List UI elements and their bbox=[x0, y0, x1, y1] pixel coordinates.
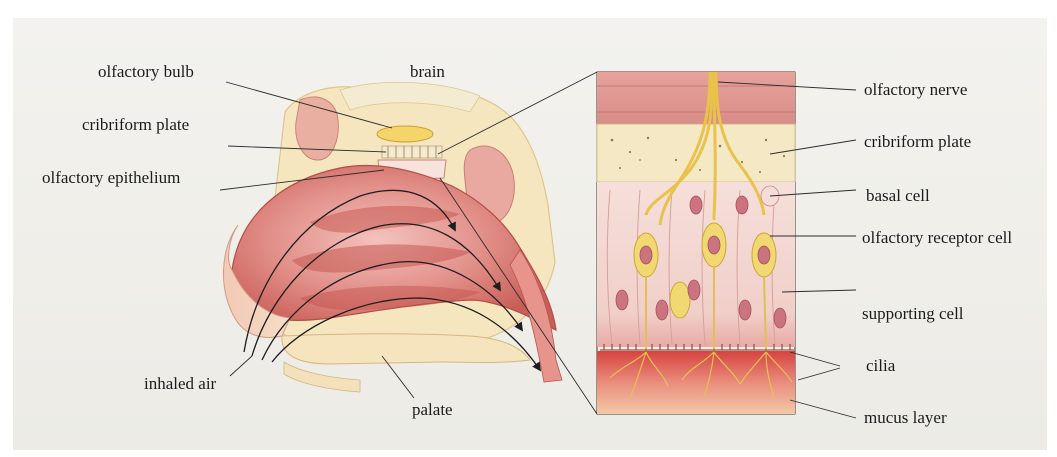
nerve-band bbox=[597, 72, 795, 124]
frontal-sinus bbox=[296, 97, 339, 160]
upper-lip bbox=[284, 362, 360, 392]
leader-cilia-a bbox=[790, 352, 840, 366]
label-basal-cell: basal cell bbox=[866, 186, 930, 206]
label-supporting-cell: supporting cell bbox=[862, 304, 964, 324]
label-cribriform-plate-right: cribriform plate bbox=[864, 132, 971, 152]
epithelium-magnification bbox=[597, 72, 795, 414]
label-olfactory-bulb: olfactory bulb bbox=[98, 62, 194, 82]
label-cribriform-plate-left: cribriform plate bbox=[82, 115, 189, 135]
label-palate: palate bbox=[412, 400, 453, 420]
olfactory-bulb bbox=[377, 126, 433, 142]
label-inhaled-air: inhaled air bbox=[144, 374, 216, 394]
label-olfactory-nerve: olfactory nerve bbox=[864, 80, 967, 100]
mucus-layer-shape bbox=[597, 351, 795, 414]
label-brain: brain bbox=[410, 62, 445, 82]
leader-mucus-layer bbox=[790, 400, 856, 418]
palate-shape bbox=[282, 334, 530, 364]
label-olfactory-receptor-cell: olfactory receptor cell bbox=[862, 228, 1012, 248]
head-cross-section bbox=[223, 82, 562, 392]
leader-cilia-b bbox=[798, 368, 840, 380]
label-olfactory-epithelium: olfactory epithelium bbox=[42, 168, 180, 188]
leader-inhaled-air bbox=[230, 356, 252, 376]
label-mucus-layer: mucus layer bbox=[864, 408, 947, 428]
label-cilia: cilia bbox=[866, 356, 895, 376]
